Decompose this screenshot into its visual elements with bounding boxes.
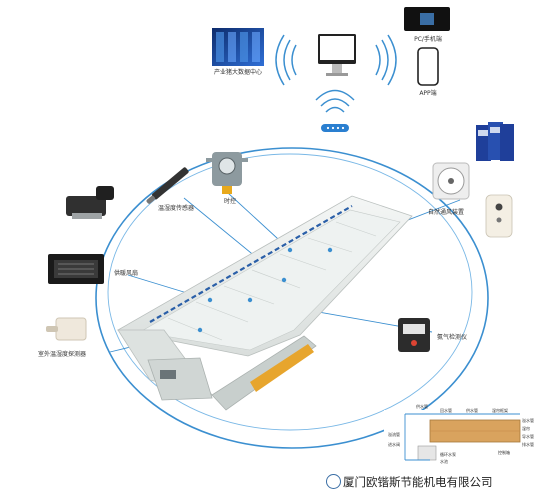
cp-label-11: 水池 xyxy=(440,458,448,464)
cp-label-2: 供水管 xyxy=(466,407,478,413)
heating-fan-label: 供暖风扇 xyxy=(114,269,138,277)
cooling-pad-diagram: 供水管 回水管 供水管 湿帘框架 溢水管 湿帘 导水管 排水管 溢流管 循环水泵… xyxy=(384,403,534,468)
temp-humidity-sensor-node: 温湿度传感器 xyxy=(146,167,194,212)
time-control-node: 时控 xyxy=(206,152,248,205)
cp-label-3: 湿帘框架 xyxy=(492,407,508,413)
server-room-icon xyxy=(212,28,264,66)
wifi-arcs-right xyxy=(375,34,397,86)
smartphone-icon xyxy=(417,47,439,86)
cp-label-5: 湿帘 xyxy=(522,425,530,431)
monitor-icon xyxy=(318,34,356,76)
natural-ventilation-label: 自然通风装置 xyxy=(428,208,464,216)
wifi-arcs-left xyxy=(275,34,297,86)
outdoor-sensor-icon xyxy=(46,317,87,341)
big-data-center-label: 产业猪大数据中心 xyxy=(214,68,262,76)
cp-label-8: 溢流管 xyxy=(388,431,400,437)
app-label: APP端 xyxy=(419,89,436,97)
temp-sensor-icon xyxy=(146,167,189,204)
outdoor-temp-humidity-label: 室外温湿度探测器 xyxy=(38,350,86,358)
network-ellipse-inner xyxy=(107,153,473,431)
cp-label-1: 回水管 xyxy=(440,407,452,413)
ammonia-detector-node: 氨气检测仪 xyxy=(398,318,467,352)
pressure-washer-icon xyxy=(66,186,114,219)
pc-phone-label: PC/手机端 xyxy=(414,35,442,43)
app-node: APP端 xyxy=(417,47,439,97)
cp-label-12: 控制箱 xyxy=(498,449,510,455)
pc-phone-node: PC/手机端 xyxy=(404,7,450,43)
ammonia-detector-icon xyxy=(398,318,430,352)
cp-label-6: 导水管 xyxy=(522,433,534,439)
brand-name: 厦门欧锴斯节能机电有限公司 xyxy=(343,475,493,489)
cp-label-7: 排水管 xyxy=(522,441,534,447)
temp-humidity-sensor-label: 温湿度传感器 xyxy=(158,204,194,212)
remote-control-icon xyxy=(485,194,513,238)
cp-label-10: 进水阀 xyxy=(388,441,400,447)
cp-label-4: 溢水管 xyxy=(522,417,534,423)
cp-label-9: 循环水泵 xyxy=(440,451,456,457)
heating-fan-node: 供暖风扇 xyxy=(48,254,138,284)
time-control-label: 时控 xyxy=(224,197,236,205)
control-cabinet-icon xyxy=(476,122,514,161)
gas-detector-icon xyxy=(206,152,248,194)
fan-icon xyxy=(432,162,470,200)
heater-icon xyxy=(48,254,104,284)
ammonia-detector-label: 氨气检测仪 xyxy=(437,333,467,341)
network-ellipse-outer xyxy=(95,147,489,449)
wechat-icon xyxy=(326,474,341,489)
natural-ventilation-node: 自然通风装置 xyxy=(428,162,470,216)
pig-house-building xyxy=(116,195,413,411)
cp-label-0: 供水管 xyxy=(416,403,428,409)
big-data-center-node: 产业猪大数据中心 xyxy=(212,28,264,76)
wifi-router-icon xyxy=(315,89,355,132)
outdoor-temp-humidity-node: 室外温湿度探测器 xyxy=(38,317,87,358)
